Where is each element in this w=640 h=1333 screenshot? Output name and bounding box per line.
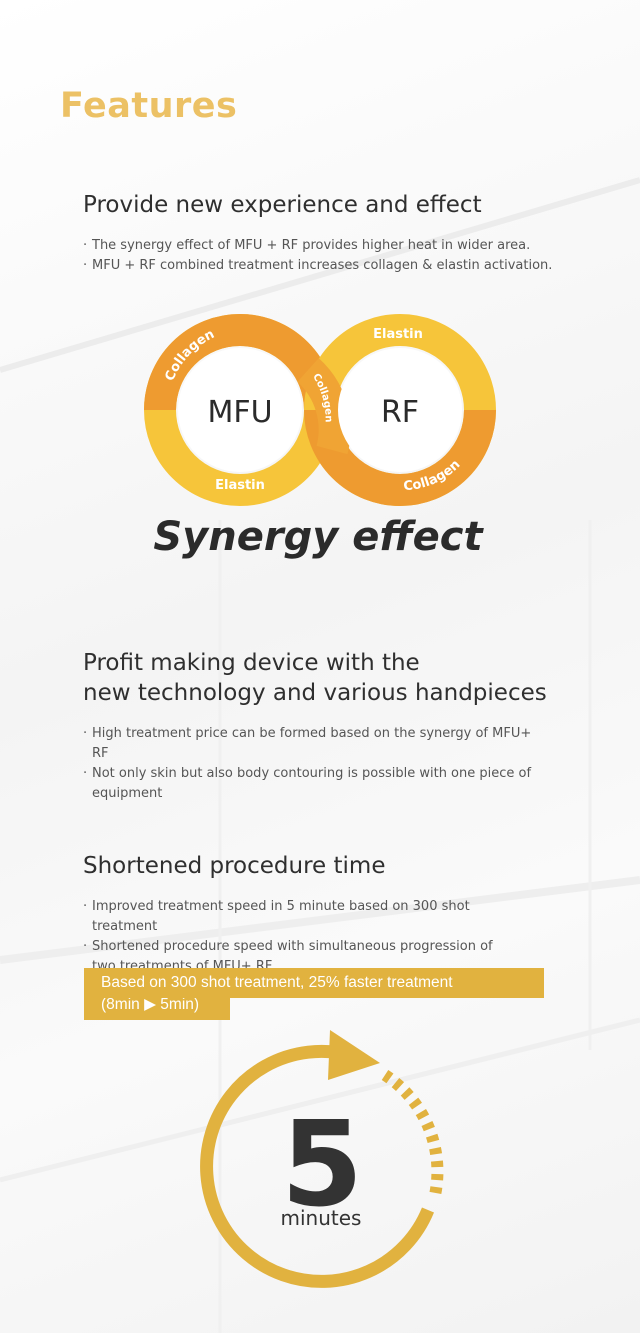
bullet-list: The synergy effect of MFU + RF provides …	[83, 236, 583, 276]
arrow-icon	[328, 1030, 380, 1080]
timer-dashes	[381, 1069, 444, 1197]
section-heading: Provide new experience and effect	[83, 192, 482, 218]
timer-arc	[200, 1044, 435, 1288]
highlight-line: Based on 300 shot treatment, 25% faster …	[84, 968, 544, 998]
timer-graphic: 5 minutes	[200, 1030, 444, 1288]
section-procedure-time: Shortened procedure time Improved treatm…	[83, 851, 583, 977]
bullet-item: Improved treatment speed in 5 minute bas…	[83, 897, 493, 937]
rf-label: RF	[381, 395, 419, 430]
bullet-list: High treatment price can be formed based…	[83, 724, 543, 804]
bullet-item: MFU + RF combined treatment increases co…	[83, 256, 583, 276]
ring-word: Elastin	[215, 478, 265, 493]
page-title: Features	[60, 86, 238, 126]
section-experience: Provide new experience and effect The sy…	[83, 190, 583, 276]
heading-line: Profit making device with the	[83, 650, 420, 676]
section-profit: Profit making device with the new techno…	[83, 648, 603, 804]
timer-unit: minutes	[281, 1206, 362, 1230]
synergy-diagram: Collagen Elastin Elastin Collagen Collag…	[144, 314, 496, 560]
mfu-label: MFU	[207, 395, 272, 430]
section-heading: Profit making device with the new techno…	[83, 648, 603, 708]
section-heading: Shortened procedure time	[83, 853, 386, 879]
highlight-banner: (8min ▶ 5min) Based on 300 shot treatmen…	[84, 968, 544, 1022]
ring-overlap	[296, 358, 351, 455]
ring-word: Elastin	[373, 327, 423, 342]
bullet-item: Not only skin but also body contouring i…	[83, 764, 543, 804]
synergy-caption: Synergy effect	[153, 514, 484, 560]
bullet-item: High treatment price can be formed based…	[83, 724, 543, 764]
bullet-item: The synergy effect of MFU + RF provides …	[83, 236, 583, 256]
bullet-list: Improved treatment speed in 5 minute bas…	[83, 897, 493, 977]
timer-number: 5	[281, 1095, 363, 1233]
heading-line: new technology and various handpieces	[83, 680, 547, 706]
